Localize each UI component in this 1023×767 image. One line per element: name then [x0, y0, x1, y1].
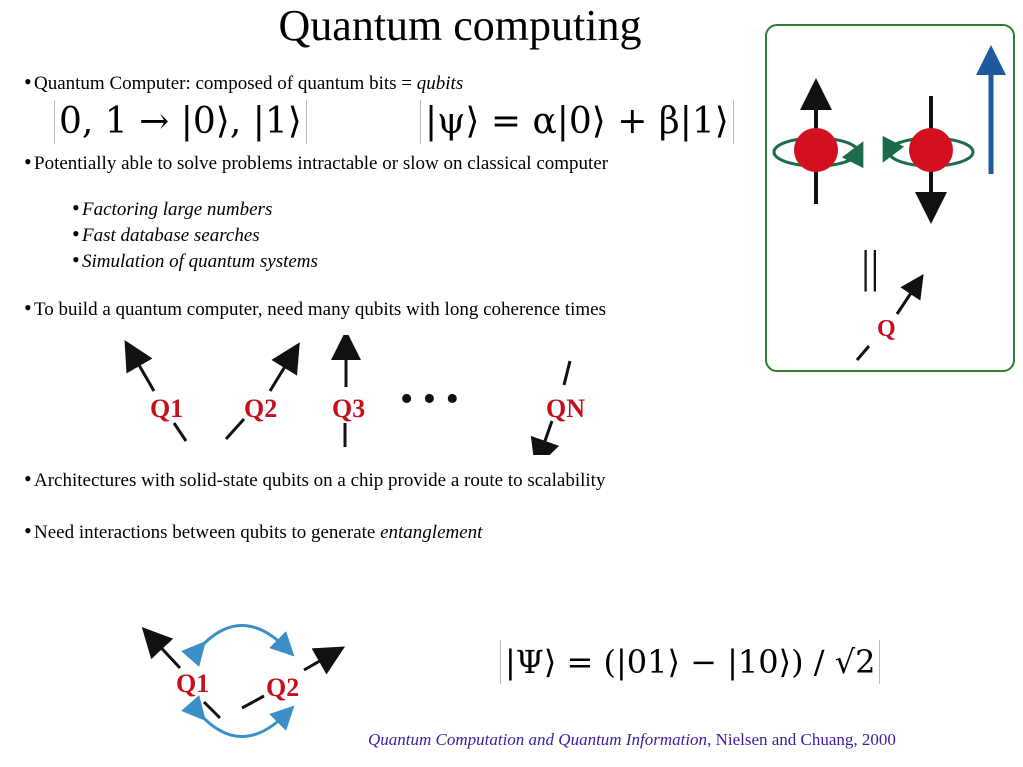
bullet-architectures: •Architectures with solid-state qubits o…: [24, 467, 605, 493]
qubit-row-diagram: Q1 Q2 Q3 • • • QN: [124, 335, 585, 455]
bullet-dot: •: [24, 69, 32, 94]
bullet-dot: •: [24, 295, 32, 320]
equals-mark: ||: [861, 241, 879, 292]
spin-particle: [909, 128, 953, 172]
spin-down: [882, 96, 975, 224]
qubit-q2: Q2: [241, 646, 346, 710]
qubit-q: Q: [855, 274, 924, 361]
qubit-label: Q2: [266, 673, 299, 702]
citation-authors: , Nielsen and Chuang, 2000: [707, 730, 896, 749]
sub-bullet-text: Simulation of quantum systems: [82, 251, 318, 272]
bullet-text: Architectures with solid-state qubits on…: [34, 470, 606, 491]
superposition-equation: |ψ⟩ = α|0⟩ + β|1⟩: [420, 100, 734, 144]
bullet-entanglement: •Need interactions between qubits to gen…: [24, 519, 482, 545]
spin-panel: [765, 24, 1015, 372]
bullet-dot: •: [24, 518, 32, 543]
bullet-dot: •: [72, 195, 80, 220]
qubit-label: Q1: [150, 394, 183, 423]
bullet-potential: •Potentially able to solve problems intr…: [24, 150, 608, 176]
qubit-qn: QN: [530, 360, 585, 455]
page-title: Quantum computing: [278, 1, 642, 50]
qubit-label: Q1: [176, 669, 209, 698]
qubit-q2: Q2: [224, 342, 300, 441]
bullet-dot: •: [72, 247, 80, 272]
spin-up: [772, 78, 864, 204]
qubit-label: Q3: [332, 394, 365, 423]
spin-panel-diagram: || Q: [772, 45, 1006, 361]
bullet-qubits: •Quantum Computer: composed of quantum b…: [24, 70, 463, 96]
qubit-q1: Q1: [124, 340, 188, 442]
citation: Quantum Computation and Quantum Informat…: [368, 730, 896, 750]
qubit-label: Q2: [244, 394, 277, 423]
bullet-dot: •: [24, 466, 32, 491]
qubit-label: QN: [546, 394, 585, 423]
bullet-text: To build a quantum computer, need many q…: [34, 299, 606, 320]
qubit-label: Q: [877, 316, 896, 342]
basis-equation: 0, 1 → |0⟩, |1⟩: [54, 100, 307, 144]
bullet-emphasis: entanglement: [380, 522, 483, 543]
entangled-state-equation: |Ψ⟩ = (|01⟩ − |10⟩) / √2: [500, 640, 881, 684]
entangled-pair-diagram: Q1 Q2: [141, 624, 346, 738]
sub-bullet-simulation: •Simulation of quantum systems: [72, 247, 318, 275]
bullet-emphasis: qubits: [416, 73, 464, 94]
qubit-ellipsis: • • •: [400, 378, 459, 420]
bullet-text: Potentially able to solve problems intra…: [34, 153, 609, 174]
entangle-arc-bottom: [181, 695, 295, 738]
sub-bullet-text: Factoring large numbers: [82, 199, 273, 220]
sub-bullet-text: Fast database searches: [82, 225, 260, 246]
bullet-text: Need interactions between qubits to gene…: [34, 522, 381, 543]
spin-particle: [794, 128, 838, 172]
bullet-coherence: •To build a quantum computer, need many …: [24, 296, 606, 322]
qubit-q3: Q3: [331, 335, 365, 447]
sub-bullet-factoring: •Factoring large numbers: [72, 195, 272, 223]
entangle-arc-top: [181, 624, 295, 667]
sub-bullet-database: •Fast database searches: [72, 221, 260, 249]
citation-title: Quantum Computation and Quantum Informat…: [368, 730, 708, 749]
bullet-dot: •: [24, 149, 32, 174]
qubit-q1: Q1: [141, 627, 222, 720]
bullet-text: Quantum Computer: composed of quantum bi…: [34, 73, 417, 94]
bullet-dot: •: [72, 221, 80, 246]
